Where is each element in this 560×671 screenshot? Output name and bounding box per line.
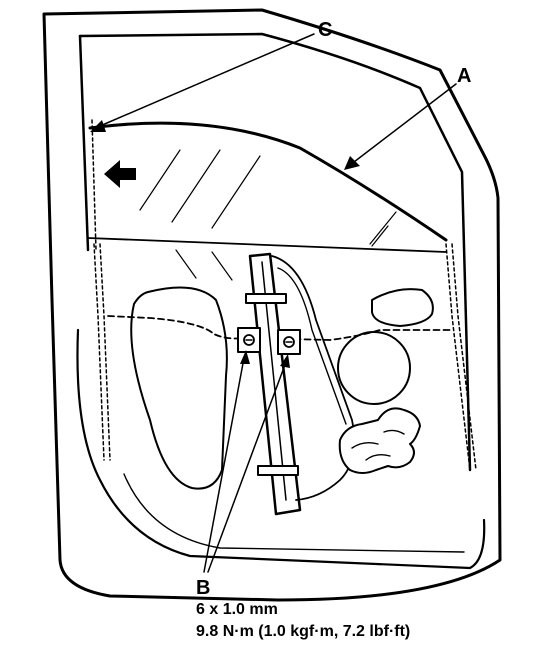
window-cable [107,315,453,341]
inner-panel-lower-edge [123,473,465,553]
leader-b-2-arrowhead [280,354,290,368]
leader-a-arrowhead [344,156,360,170]
run-channels [93,243,477,471]
regulator-bracket-upper [245,293,287,304]
leader-b-1 [203,357,245,573]
regulator-cable-loop-inner [277,267,347,425]
belt-line [87,237,447,253]
leader-c [99,33,315,127]
glass-mounting-bolt-2 [277,329,301,355]
leader-b-1-arrowhead [240,350,250,364]
glass-reflection-lines [139,149,397,281]
torque-spec: 9.8 N·m (1.0 kgf·m, 7.2 lbf·ft) [196,623,411,640]
left-arrow-icon [104,160,136,188]
regulator-motor [338,407,421,474]
door-glass-front-edge [91,119,97,251]
leader-a [353,83,457,163]
glass-mounting-bolt-1 [237,327,261,353]
leader-c-arrowhead [90,120,106,132]
callout-label-a: A [457,65,472,87]
window-frame-front-edge [78,34,90,252]
door-outer-frame [42,8,502,602]
bolt-size-spec: 6 x 1.0 mm [196,601,278,618]
regulator-bracket-lower [257,465,299,476]
inner-panel-contour [76,328,486,570]
window-inner-frame [78,32,472,472]
speaker-opening [337,331,411,405]
callout-label-c: C [318,19,333,41]
door-glass-top-edge [88,121,448,242]
service-hole-left [130,286,228,490]
service-hole-right-upper [371,288,434,327]
callout-label-b: B [196,577,211,599]
regulator-motor-detail [351,429,405,461]
leader-b-2 [207,361,287,573]
